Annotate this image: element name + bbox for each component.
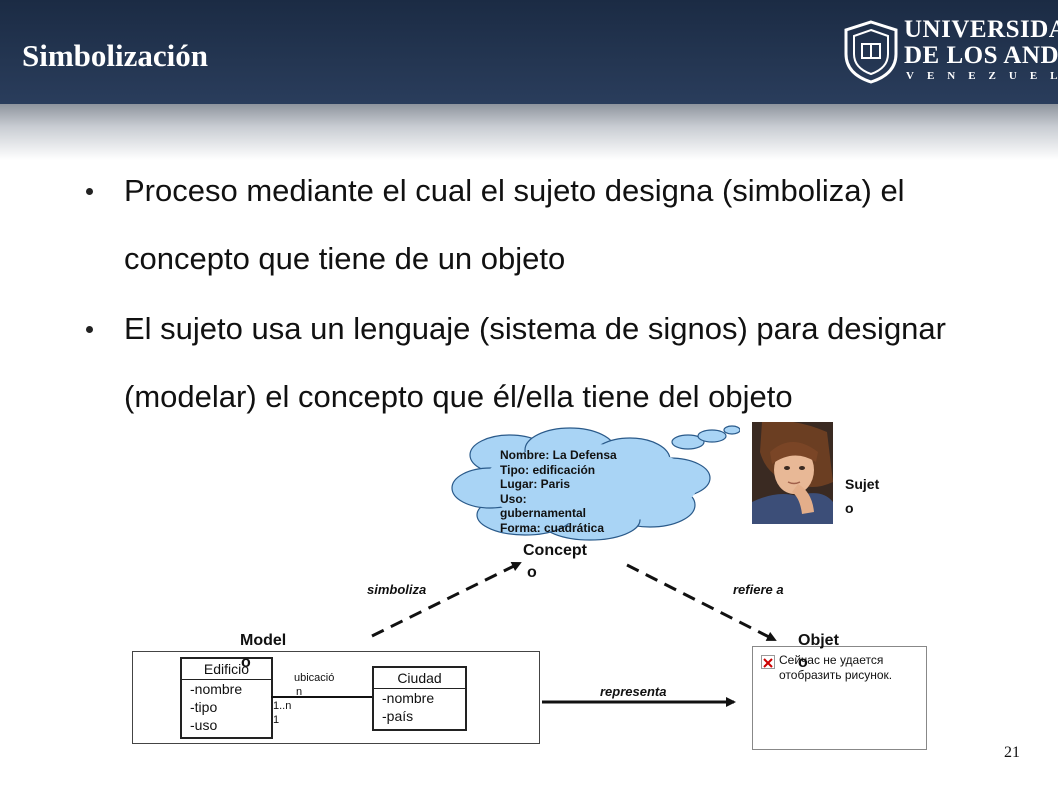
uml-attribute: -nombre bbox=[190, 681, 243, 697]
slide-header bbox=[0, 0, 1058, 104]
cloud-line: Forma: cuadrática bbox=[500, 520, 605, 535]
cloud-line: Tipo: edificación bbox=[500, 462, 596, 477]
logo-text-line3: VENEZUELA bbox=[906, 70, 1058, 82]
cloud-line: Uso: bbox=[500, 491, 527, 506]
representa-label: representa bbox=[600, 684, 667, 699]
subject-photo bbox=[752, 422, 833, 524]
header-shadow bbox=[0, 104, 1058, 160]
simboliza-label: simboliza bbox=[367, 582, 427, 597]
broken-image-icon bbox=[761, 655, 775, 669]
concept-cloud-text: Nombre: La Defensa Tipo: edificación Lug… bbox=[500, 448, 650, 535]
uml-attribute: -uso bbox=[190, 717, 218, 733]
broken-image-text: Сейчас не удается отобразить рисунок. bbox=[779, 653, 893, 682]
uml-class-edificio: Edificio -nombre -tipo -uso bbox=[180, 657, 273, 739]
uml-class-name: Ciudad bbox=[374, 668, 465, 689]
uml-class-ciudad: Ciudad -nombre -país bbox=[372, 666, 467, 731]
university-seal-icon bbox=[844, 20, 898, 84]
concepto-label: Concept o bbox=[523, 542, 587, 581]
uml-attribute: -tipo bbox=[190, 699, 218, 715]
page-number: 21 bbox=[1004, 744, 1020, 761]
multiplicity-labels: 1..n 1 bbox=[273, 700, 292, 726]
cloud-line: Lugar: Paris bbox=[500, 477, 571, 491]
bullet-icon bbox=[86, 326, 93, 333]
uml-class-name: Edificio bbox=[182, 659, 271, 680]
logo-text-line2: DE LOS ANDES bbox=[904, 42, 1058, 69]
bullet-icon bbox=[86, 188, 93, 195]
uml-attribute: -nombre bbox=[382, 690, 435, 706]
logo-text-line1: UNIVERSIDAD bbox=[904, 16, 1058, 43]
thought-cloud bbox=[451, 425, 740, 541]
modelo-label: Model o bbox=[240, 632, 287, 671]
bullet-text-1: Proceso mediante el cual el sujeto desig… bbox=[124, 173, 905, 276]
object-image-placeholder: Сейчас не удается отобразить рисунок. bbox=[752, 646, 927, 750]
refiere-label: refiere a bbox=[733, 582, 784, 597]
bullet-text-2: El sujeto usa un lenguaje (sistema de si… bbox=[124, 311, 946, 414]
cloud-line: gubernamental bbox=[500, 506, 587, 520]
association-name: ubicació n bbox=[294, 672, 335, 698]
cloud-line: Nombre: La Defensa bbox=[500, 448, 617, 462]
slide-title: Simbolización bbox=[22, 38, 209, 73]
objeto-label: Objet o bbox=[798, 632, 839, 671]
sujeto-label: Sujet o bbox=[845, 476, 880, 516]
uml-attribute: -país bbox=[382, 708, 414, 724]
